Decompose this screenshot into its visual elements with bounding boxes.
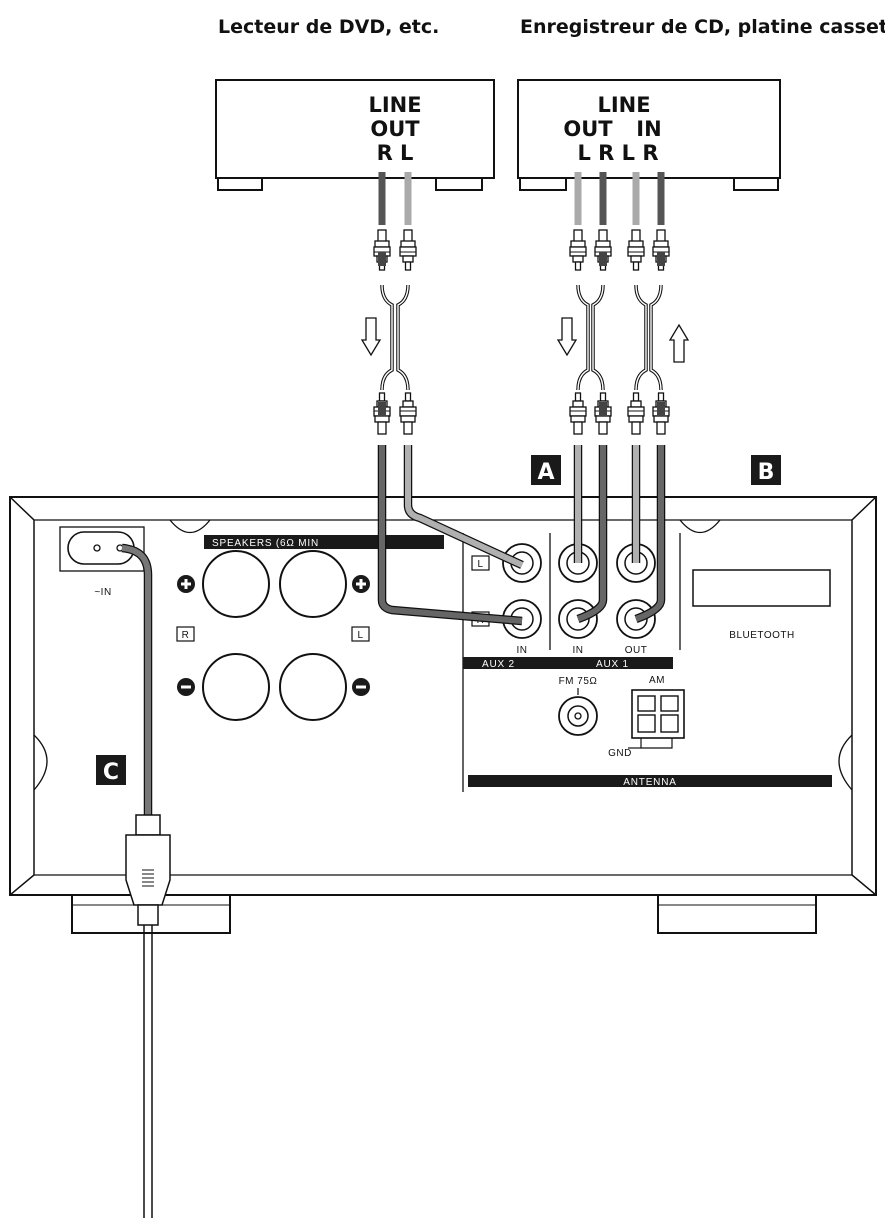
cable-cd-in-lower — [631, 445, 666, 623]
svg-text:B: B — [758, 460, 775, 485]
power-in-label: ~IN — [94, 587, 111, 598]
cable-cd-out-upper — [556, 172, 612, 435]
cable-cd-in-upper — [627, 172, 690, 435]
power-cord — [121, 543, 171, 1218]
plus-icon — [352, 575, 370, 593]
bluetooth-label: BLUETOOTH — [729, 630, 794, 641]
aux1-in-label: IN — [573, 645, 584, 656]
plus-icon — [177, 575, 195, 593]
fm-antenna-jack: FM 75Ω — [558, 676, 598, 736]
right-source-device: LINE OUT IN L R L R — [517, 79, 781, 191]
left-channels-label: R L — [377, 141, 414, 165]
gnd-label: GND — [608, 748, 632, 759]
right-device-title: Enregistreur de CD, platine casset — [520, 16, 885, 38]
callout-b: B — [751, 455, 781, 485]
am-label: AM — [649, 675, 665, 686]
left-device-title: Lecteur de DVD, etc. — [218, 16, 439, 38]
antenna-bar-label: ANTENNA — [623, 777, 676, 788]
cable-dvd-upper — [360, 172, 417, 435]
aux2-l-label: L — [477, 559, 483, 570]
right-in-label: IN — [636, 117, 661, 141]
left-source-device: LINE OUT R L — [215, 79, 495, 191]
right-out-label: OUT — [563, 117, 613, 141]
aux1-bar-label: AUX 1 — [596, 659, 629, 670]
bluetooth-antenna: BLUETOOTH — [692, 569, 831, 641]
minus-icon — [177, 678, 195, 696]
aux2-in-label: IN — [517, 645, 528, 656]
svg-text:C: C — [103, 760, 119, 785]
callout-a: A — [531, 455, 561, 485]
svg-text:A: A — [537, 460, 554, 485]
right-line-label: LINE — [597, 93, 650, 117]
left-out-label: OUT — [370, 117, 420, 141]
fm-label: FM 75Ω — [559, 676, 598, 687]
minus-icon — [352, 678, 370, 696]
callout-c: C — [96, 755, 126, 785]
aux1-out-label: OUT — [625, 645, 648, 656]
right-channels-label: L R L R — [577, 141, 658, 165]
speaker-l-label: L — [357, 630, 363, 641]
cable-dvd-lower — [377, 445, 524, 626]
aux2-bar-label: AUX 2 — [482, 659, 515, 670]
am-antenna-terminal: AM GND — [608, 675, 685, 759]
speaker-r-label: R — [182, 630, 190, 641]
cable-cd-out-lower — [573, 445, 608, 623]
left-line-label: LINE — [368, 93, 421, 117]
speakers-header: SPEAKERS (6Ω MIN — [212, 538, 319, 549]
